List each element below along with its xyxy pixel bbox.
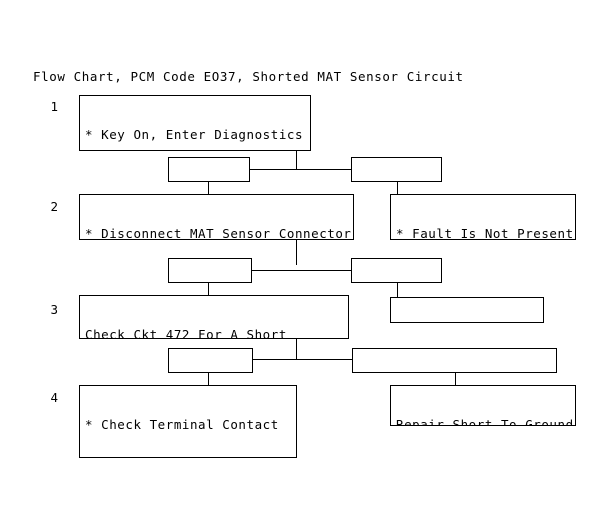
box-step2-line-1: * Disconnect MAT Sensor Connector (85, 226, 352, 240)
box-step1: * Key On, Enter Diagnostics * Select PCM… (79, 95, 311, 151)
connector-142-151-down (208, 182, 209, 194)
connector-step2-down (296, 240, 297, 265)
box-repair-short: Repair Short To Ground In Ckt 472 (390, 385, 576, 426)
box-step4: * Check Terminal Contact Of PCM Terminal… (79, 385, 297, 458)
box-branch-minus40-minus35: -40 To -35 (351, 258, 442, 283)
connector-minus34-151-down (208, 283, 209, 295)
box-branch-142-151: 142 - 151 (168, 157, 250, 182)
box-replace-mat-sensor: Replace MAT Sensor (390, 297, 544, 323)
box-ckt472-ok: Ckt 472 OK (168, 348, 253, 373)
box-fault-not-present: * Fault Is Not Present * See Note On Int… (390, 194, 576, 240)
step-number-3: 3 (50, 302, 58, 317)
box-branch-minus40-141: -40 To 141 (351, 157, 442, 182)
box-step4-line-1: * Check Terminal Contact (85, 417, 279, 432)
box-fault-not-present-line-1: * Fault Is Not Present (396, 226, 574, 240)
box-step1-line-1: * Key On, Enter Diagnostics (85, 127, 304, 142)
connector-step1-down (296, 151, 297, 169)
connector-row1-bus (250, 169, 352, 170)
box-repair-short-line-1: Repair Short To Ground (396, 417, 574, 426)
step-number-2: 2 (50, 199, 58, 214)
box-step3: Check Ckt 472 For A Short To Ground For … (79, 295, 349, 339)
box-step2: * Disconnect MAT Sensor Connector * Note… (79, 194, 354, 240)
page-title: Flow Chart, PCM Code EO37, Shorted MAT S… (33, 69, 464, 84)
connector-row2-bus (250, 270, 352, 271)
connector-ckt472-shorted-down (455, 373, 456, 385)
connector-row3-bus (253, 359, 352, 360)
connector-step3-down (296, 339, 297, 359)
connector-minus40-minus35-down (397, 283, 398, 297)
box-ckt472-shorted: Ckt 472 Shorted To Ground (352, 348, 557, 373)
box-step3-line-1: Check Ckt 472 For A Short (85, 327, 287, 339)
step-number-1: 1 (50, 99, 58, 114)
box-branch-minus34-151: -34 To 151 (168, 258, 252, 283)
step-number-4: 4 (50, 390, 58, 405)
connector-ckt472-ok-down (208, 373, 209, 385)
connector-minus40-141-down (397, 182, 398, 194)
